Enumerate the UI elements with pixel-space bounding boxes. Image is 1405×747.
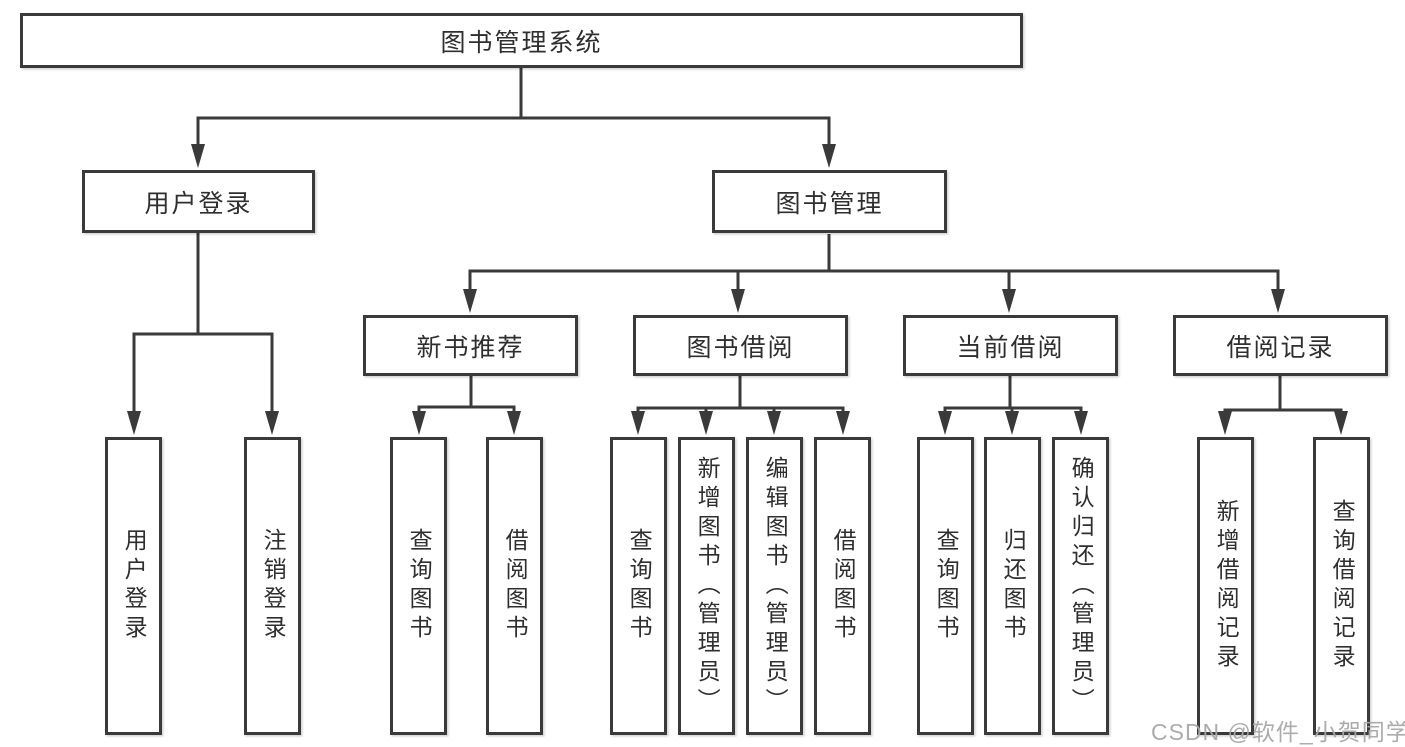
- leaf-query-book-recommend-label: 查询图书: [406, 528, 433, 644]
- node-current-borrow-label: 当前借阅: [956, 333, 1065, 362]
- leaf-logout-login-label: 注销登录: [260, 528, 287, 644]
- leaf-query-book-current-label: 查询图书: [933, 528, 960, 644]
- leaf-add-book-admin-label: 新增图书（管理员）: [694, 455, 721, 717]
- leaf-confirm-return-admin-label: 确认归还（管理员）: [1068, 455, 1095, 717]
- csdn-watermark: CSDN @软件_小贺同学: [1151, 719, 1405, 745]
- node-book-management-label: 图书管理: [775, 189, 884, 218]
- node-borrow-records: 借阅记录: [1173, 315, 1388, 376]
- leaf-confirm-return-admin: 确认归还（管理员）: [1052, 437, 1109, 735]
- leaf-return-book: 归还图书: [984, 437, 1041, 735]
- leaf-query-book-borrow-label: 查询图书: [626, 528, 653, 644]
- leaf-query-book-borrow: 查询图书: [610, 437, 667, 735]
- leaf-user-login: 用户登录: [105, 437, 162, 735]
- leaf-borrow-book: 借阅图书: [814, 437, 871, 735]
- leaf-query-borrow-record: 查询借阅记录: [1313, 437, 1370, 735]
- leaf-query-borrow-record-label: 查询借阅记录: [1329, 499, 1356, 673]
- node-book-borrow: 图书借阅: [633, 315, 848, 376]
- leaf-borrow-book-label: 借阅图书: [830, 528, 857, 644]
- leaf-return-book-label: 归还图书: [1000, 528, 1027, 644]
- node-root-label: 图书管理系统: [440, 28, 603, 57]
- leaf-borrow-book-recommend-label: 借阅图书: [502, 528, 529, 644]
- leaf-user-login-label: 用户登录: [121, 528, 148, 644]
- leaf-logout-login: 注销登录: [244, 437, 301, 735]
- leaf-query-book-recommend: 查询图书: [390, 437, 447, 735]
- leaf-borrow-book-recommend: 借阅图书: [486, 437, 543, 735]
- node-user-login: 用户登录: [82, 170, 315, 233]
- leaf-edit-book-admin-label: 编辑图书（管理员）: [762, 455, 789, 717]
- node-new-book-recommend: 新书推荐: [363, 315, 578, 376]
- node-root: 图书管理系统: [20, 13, 1023, 68]
- leaf-add-borrow-record: 新增借阅记录: [1197, 437, 1254, 735]
- node-new-book-recommend-label: 新书推荐: [416, 333, 525, 362]
- leaf-query-book-current: 查询图书: [917, 437, 974, 735]
- node-borrow-records-label: 借阅记录: [1226, 333, 1335, 362]
- node-current-borrow: 当前借阅: [903, 315, 1118, 376]
- leaf-add-book-admin: 新增图书（管理员）: [678, 437, 735, 735]
- node-user-login-label: 用户登录: [144, 189, 253, 218]
- leaf-add-borrow-record-label: 新增借阅记录: [1213, 499, 1240, 673]
- node-book-borrow-label: 图书借阅: [686, 333, 795, 362]
- node-book-management: 图书管理: [712, 170, 947, 233]
- leaf-edit-book-admin: 编辑图书（管理员）: [746, 437, 803, 735]
